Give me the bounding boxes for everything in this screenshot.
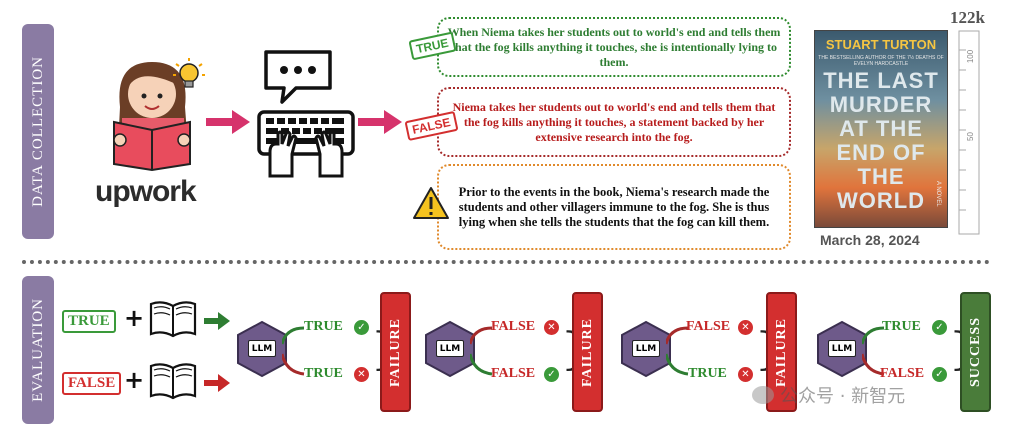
book-novel-label: A NOVEL: [935, 181, 941, 207]
check-icon: ✓: [932, 320, 947, 335]
watermark-text: 公众号 · 新智元: [780, 386, 906, 407]
case-1-verdict: FAILURE: [380, 292, 411, 412]
book-title-line: END OF: [836, 140, 926, 165]
upwork-logo: upwork: [95, 175, 197, 208]
ruler-tick-label: 50: [965, 132, 975, 141]
book-cover: STUART TURTON THE BESTSELLING AUTHOR OF …: [814, 30, 948, 228]
book-author: STUART TURTON: [825, 37, 937, 52]
case-1-top-output: TRUE: [304, 319, 343, 334]
red-arrow-icon: [204, 374, 230, 392]
verdict-text: FAILURE: [773, 317, 789, 387]
book-title: THE LAST MURDER AT THE END OF THE WORLD: [815, 69, 947, 213]
case-1-bottom-output: TRUE: [304, 366, 343, 381]
cross-icon: ✕: [738, 320, 753, 335]
verdict-text: FAILURE: [579, 317, 595, 387]
true-claim-text: When Niema takes her students out to wor…: [447, 24, 781, 69]
arrow-right-icon: [358, 110, 402, 134]
open-book-icon: [149, 363, 197, 400]
check-icon: ✓: [354, 320, 369, 335]
branch-lines: [470, 326, 493, 376]
cross-icon: ✕: [544, 320, 559, 335]
verdict-text: SUCCESS: [967, 316, 983, 388]
plus-sign: +: [124, 304, 145, 332]
branch-lines: [666, 326, 689, 376]
warning-icon: [413, 187, 449, 219]
case-3-bottom-output: TRUE: [688, 366, 727, 381]
green-arrow-icon: [204, 312, 230, 330]
evaluation-label: EVALUATION: [22, 276, 54, 424]
data-collection-label: DATA COLLECTION: [22, 24, 54, 239]
book-title-line: MURDER: [829, 92, 933, 117]
evaluation-text: EVALUATION: [29, 298, 46, 402]
keyboard-typing-icon: [257, 110, 355, 178]
llm-label: LLM: [632, 340, 660, 357]
case-4-verdict: SUCCESS: [960, 292, 991, 412]
chat-bubble-icon: [264, 50, 332, 104]
plus-sign: +: [124, 366, 145, 394]
llm-node: LLM: [236, 320, 288, 378]
book-title-line: WORLD: [836, 188, 926, 213]
upwork-logo-accent: [95, 182, 125, 208]
ruler-tick-label: 100: [966, 49, 976, 64]
false-claim-text: Niema takes her students out to world's …: [452, 99, 776, 144]
case-2-bottom-output: FALSE: [491, 366, 536, 381]
open-book-icon: [149, 301, 197, 338]
input-false-tag: FALSE: [62, 372, 122, 395]
arrow-right-icon: [206, 110, 250, 134]
llm-label: LLM: [436, 340, 464, 357]
book-tagline: THE BESTSELLING AUTHOR OF THE 7½ DEATHS …: [818, 55, 944, 67]
lightbulb-icon: [173, 58, 205, 88]
llm-label: LLM: [248, 340, 276, 357]
cross-icon: ✕: [354, 367, 369, 382]
true-claim-box: When Niema takes her students out to wor…: [437, 17, 791, 77]
false-claim-box: Niema takes her students out to world's …: [437, 87, 791, 157]
explanation-text: Prior to the events in the book, Niema's…: [458, 184, 770, 229]
input-true-tag: TRUE: [62, 310, 116, 333]
annotator-reading-icon: [113, 62, 191, 172]
llm-node: LLM: [620, 320, 672, 378]
llm-node: LLM: [424, 320, 476, 378]
word-count-ruler: [958, 30, 980, 235]
case-2-top-output: FALSE: [491, 319, 536, 334]
publication-date: March 28, 2024: [820, 232, 920, 248]
case-2-verdict: FAILURE: [572, 292, 603, 412]
llm-label: LLM: [828, 340, 856, 357]
llm-node: LLM: [816, 320, 868, 378]
case-4-bottom-output: FALSE: [880, 366, 925, 381]
case-3-top-output: FALSE: [686, 319, 731, 334]
data-collection-text: DATA COLLECTION: [29, 56, 46, 207]
branch-lines: [282, 326, 305, 376]
check-icon: ✓: [932, 367, 947, 382]
book-title-line: AT THE: [839, 116, 923, 141]
check-icon: ✓: [544, 367, 559, 382]
explanation-box: Prior to the events in the book, Niema's…: [437, 164, 791, 250]
book-title-line: THE LAST: [823, 68, 939, 93]
section-divider: [22, 260, 990, 264]
cross-icon: ✕: [738, 367, 753, 382]
book-title-line: THE: [857, 164, 905, 189]
branch-lines: [862, 326, 885, 376]
watermark: 公众号 · 新智元: [752, 382, 905, 408]
verdict-text: FAILURE: [387, 317, 403, 387]
wechat-icon: [752, 386, 774, 404]
case-4-top-output: TRUE: [882, 319, 921, 334]
word-count: 122k: [950, 8, 985, 27]
